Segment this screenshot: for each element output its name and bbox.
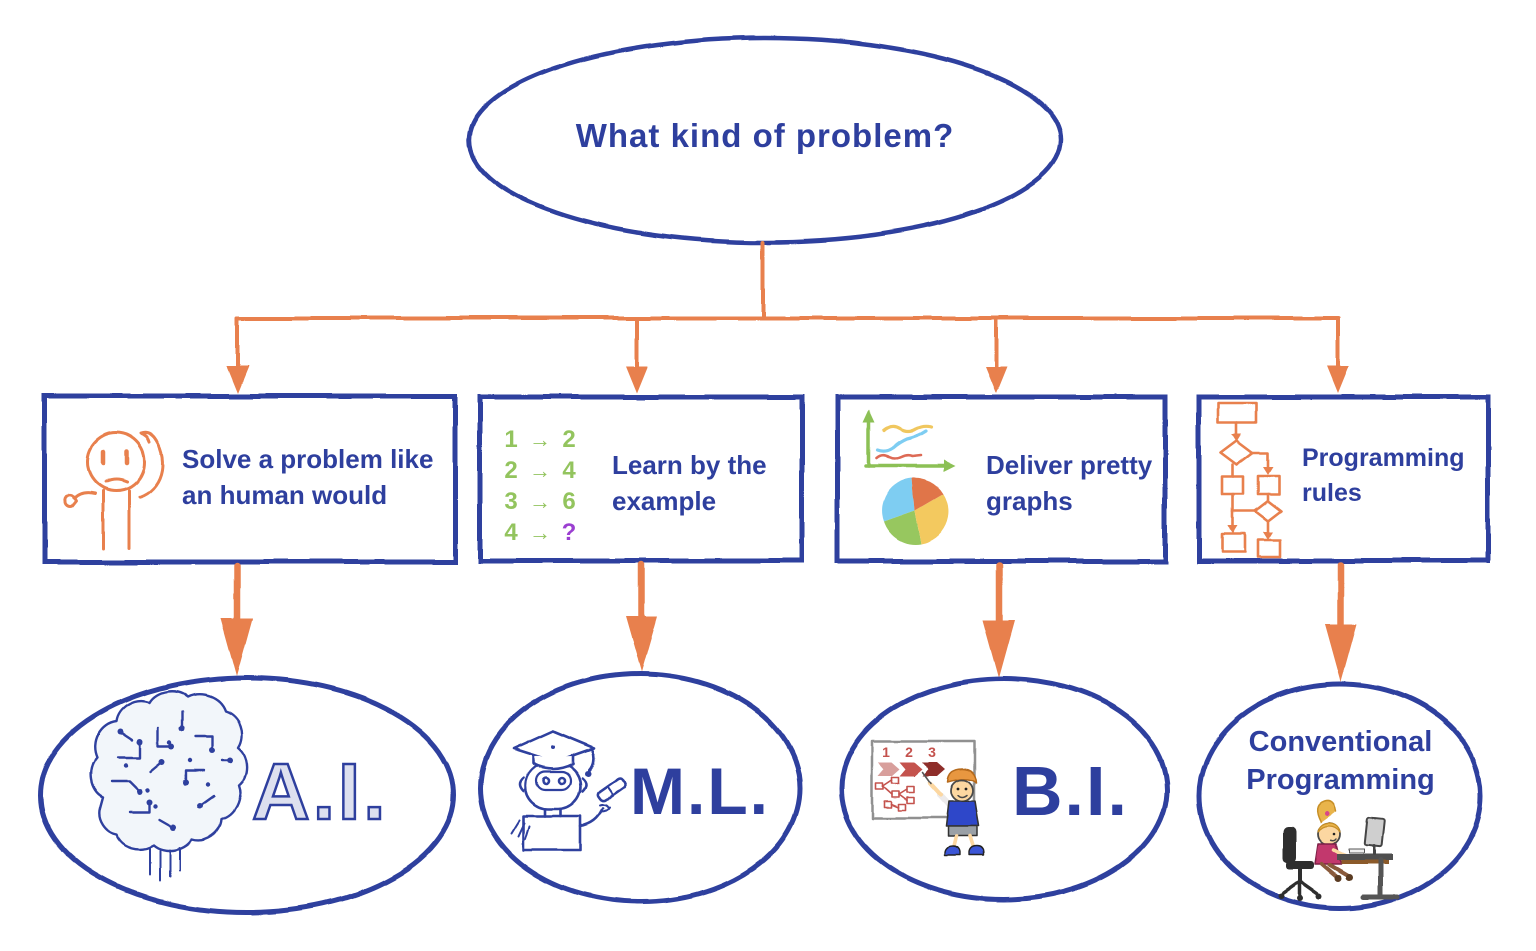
result-ellipses [37,671,1484,915]
ai-ellipse [37,675,457,915]
presenter-whiteboard-icon [870,739,985,857]
arrow-right-icon: → [529,457,551,483]
result-arrows [221,561,1357,682]
arrow-right-icon: → [529,426,551,452]
programmer-at-desk-icon [1278,799,1401,901]
mapping-output: 6 [562,487,576,515]
whiteboard-step-labels: 1 2 3 [881,744,937,760]
result-label-bi: B.I. [1012,752,1129,830]
mapping-output-unknown: ? [561,518,577,546]
charts-doodle-icon [863,410,956,545]
arrow-right-icon: → [529,519,551,545]
arrow-right-icon: → [529,488,551,514]
branch-boxes [42,393,1491,565]
branch-box-2 [477,394,805,564]
result-label-ai: A.I. [251,747,389,836]
number-mapping-icon: 1 → 2 2 → 4 3 → 6 4 → ? [502,424,578,548]
branch-box-3 [835,394,1168,564]
mapping-row: 1 → 2 [502,424,578,455]
mapping-row: 2 → 4 [502,455,578,486]
mapping-output: 2 [562,425,576,453]
graduate-robot-icon [510,729,627,852]
cp-ellipse [1196,681,1484,911]
mapping-input: 4 [504,518,518,546]
mapping-output: 4 [562,456,576,484]
result-label-ml: M.L. [630,754,770,828]
branch-label-2: Learn by the example [612,450,767,517]
board-label-2: 2 [905,744,913,760]
bi-ellipse [838,676,1170,902]
branch-label-4: Programming rules [1302,444,1465,507]
branch-box-1 [42,393,458,565]
ml-ellipse [477,671,803,905]
board-label-1: 1 [882,744,890,760]
mapping-input: 3 [504,487,518,515]
mapping-row: 3 → 6 [502,486,578,517]
flowchart-doodle-icon [1216,401,1283,559]
mapping-input: 1 [504,425,518,453]
branch-box-4 [1196,394,1491,564]
connector-arrows [226,240,1349,393]
circuit-brain-icon [89,690,249,881]
confused-person-icon [63,431,165,550]
branch-label-3: Deliver pretty graphs [986,450,1153,517]
branch-label-1: Solve a problem like an human would [182,444,434,511]
board-label-3: 3 [928,744,936,760]
mapping-input: 2 [504,456,518,484]
mapping-row: 4 → ? [502,517,578,548]
result-label-conventional-programming: Conventional Programming [1246,726,1435,796]
root-question: What kind of problem? [575,117,955,154]
